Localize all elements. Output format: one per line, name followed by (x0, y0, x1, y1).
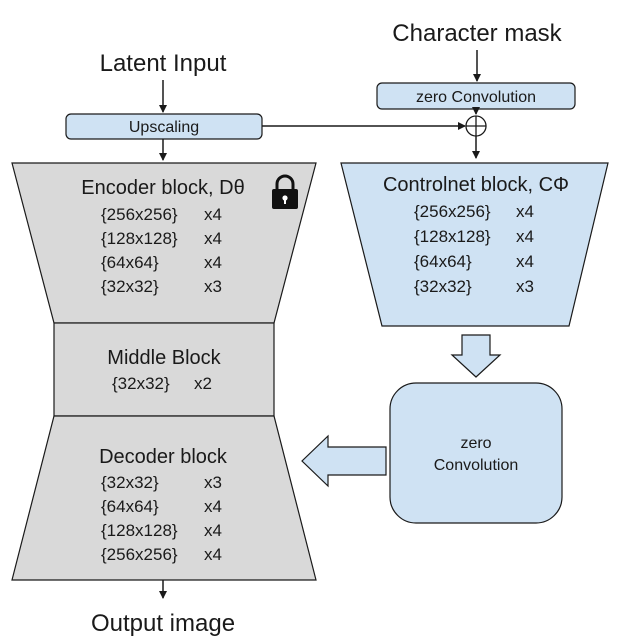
encoder-row-mult: x4 (204, 205, 222, 224)
encoder-row-size: {128x128} (101, 229, 178, 248)
zero-convolution-top-box: zero Convolution (376, 82, 576, 110)
decoder-row-size: {32x32} (101, 473, 159, 492)
decoder-row-size: {256x256} (101, 545, 178, 564)
zero-convolution-bottom-line1: zero (460, 435, 491, 452)
decoder-row-size: {128x128} (101, 521, 178, 540)
down-arrow-icon (450, 334, 502, 378)
decoder-row-mult: x4 (204, 521, 222, 540)
controlnet-block: Controlnet block, CΦ {256x256} x4 {128x1… (340, 162, 609, 327)
zero-convolution-bottom-box: zero Convolution (389, 382, 563, 524)
encoder-row-size: {256x256} (101, 205, 178, 224)
controlnet-title: Controlnet block, CΦ (383, 174, 569, 196)
output-image-label: Output image (91, 610, 235, 637)
zero-convolution-top-label: zero Convolution (416, 89, 536, 106)
middle-row-mult: x2 (194, 374, 212, 393)
encoder-row-mult: x4 (204, 229, 222, 248)
encoder-row-mult: x4 (204, 253, 222, 272)
controlnet-row-size: {64x64} (414, 252, 472, 271)
plus-circle-icon (465, 115, 487, 137)
controlnet-row-size: {256x256} (414, 202, 491, 221)
decoder-title: Decoder block (99, 446, 228, 468)
controlnet-row-size: {32x32} (414, 277, 472, 296)
decoder-row-mult: x3 (204, 473, 222, 492)
upscaling-label: Upscaling (129, 119, 199, 136)
encoder-block: Encoder block, Dθ {256x256} x4 {128x128}… (11, 162, 317, 324)
upscaling-box: Upscaling (65, 113, 263, 140)
controlnet-row-mult: x4 (516, 227, 534, 246)
decoder-row-mult: x4 (204, 497, 222, 516)
zero-convolution-bottom-line2: Convolution (434, 457, 519, 474)
middle-title: Middle Block (107, 347, 221, 369)
encoder-row-size: {32x32} (101, 277, 159, 296)
lock-icon (272, 174, 298, 209)
controlnet-row-mult: x4 (516, 252, 534, 271)
decoder-row-size: {64x64} (101, 497, 159, 516)
latent-input-label: Latent Input (100, 50, 227, 77)
controlnet-row-mult: x3 (516, 277, 534, 296)
encoder-row-mult: x3 (204, 277, 222, 296)
controlnet-row-size: {128x128} (414, 227, 491, 246)
encoder-title: Encoder block, Dθ (81, 177, 244, 199)
decoder-block: Decoder block {32x32} x3 {64x64} x4 {128… (11, 415, 317, 581)
left-arrow-icon (301, 434, 387, 488)
middle-row-size: {32x32} (112, 374, 170, 393)
middle-block: Middle Block {32x32} x2 (53, 322, 275, 417)
controlnet-row-mult: x4 (516, 202, 534, 221)
decoder-row-mult: x4 (204, 545, 222, 564)
encoder-row-size: {64x64} (101, 253, 159, 272)
character-mask-label: Character mask (392, 20, 562, 47)
